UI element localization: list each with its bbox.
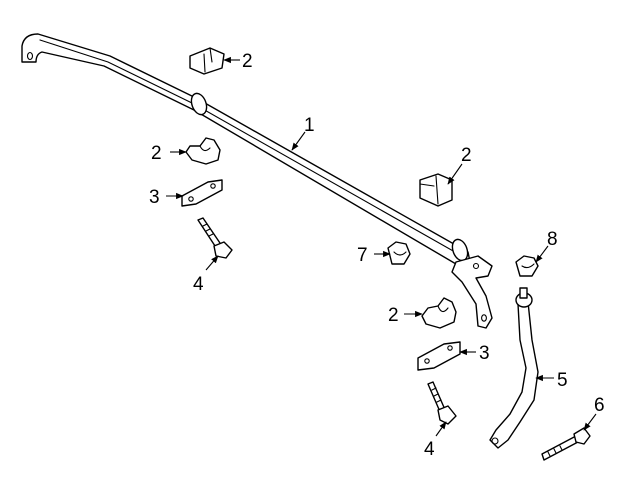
link-bolt <box>541 427 591 461</box>
leader-4b <box>435 421 447 437</box>
callout-2-top: 2 <box>242 51 253 72</box>
callout-2-lower: 2 <box>388 305 399 326</box>
nut-8 <box>515 255 539 277</box>
callout-numbers: 1 2 2 2 2 3 3 4 4 5 6 7 8 <box>149 51 605 460</box>
callout-leaders <box>166 56 597 437</box>
callout-6: 6 <box>594 395 605 416</box>
callout-8: 8 <box>547 229 558 250</box>
leader-4a <box>205 255 219 271</box>
bushing-middle <box>419 173 453 207</box>
leader-1 <box>291 131 306 151</box>
bushing-lower <box>421 297 457 329</box>
callout-7: 7 <box>357 245 368 266</box>
callout-5: 5 <box>557 370 568 391</box>
callout-1: 1 <box>304 115 315 136</box>
callout-3-upper: 3 <box>149 187 160 208</box>
stabilizer-bar <box>21 33 493 329</box>
bolt-upper <box>197 217 233 259</box>
callout-4-lower: 4 <box>424 439 435 460</box>
callout-2-upper-left: 2 <box>151 143 162 164</box>
stabilizer-link <box>489 287 539 449</box>
bushing-top <box>189 47 225 75</box>
bolt-lower <box>427 381 457 425</box>
leader-2c <box>447 163 463 185</box>
callout-4-upper: 4 <box>193 274 204 295</box>
bracket-upper <box>181 179 223 207</box>
callout-2-middle: 2 <box>461 145 472 166</box>
leader-6 <box>583 413 597 431</box>
bracket-lower <box>417 341 461 371</box>
nut-7 <box>387 241 411 265</box>
leader-8 <box>535 245 549 263</box>
callout-3-lower: 3 <box>479 343 490 364</box>
bushing-upper-left <box>185 137 221 165</box>
